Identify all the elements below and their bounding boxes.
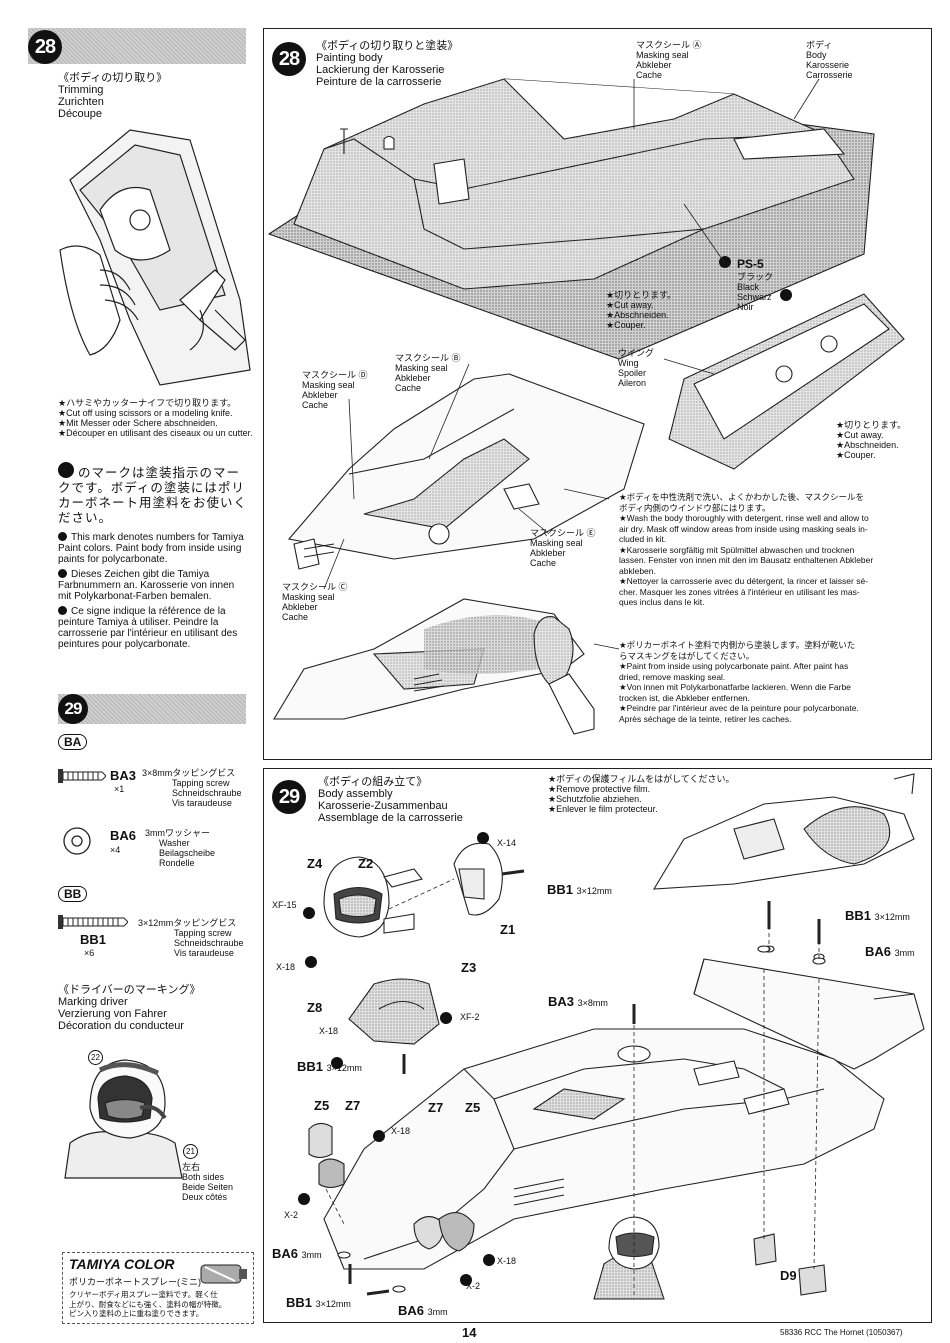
trimming-notes: ★ハサミやカッターナイフで切り取ります。 ★Cut off using scis… xyxy=(58,398,253,438)
box29-step-number: 29 xyxy=(272,780,306,814)
body-assembly-illustration xyxy=(298,773,925,1300)
step28-header-bar xyxy=(28,28,246,64)
label-x2-b: X-2 xyxy=(466,1281,481,1291)
paint-mark-icon xyxy=(58,462,74,478)
cut-away-note-body: ★切りとります。 ★Cut away. ★Abschneiden. ★Coupe… xyxy=(606,290,677,330)
mask-seal-b-label: マスクシール Ⓑ Masking seal Abkleber Cache xyxy=(395,353,461,393)
label-z8: Z8 xyxy=(307,1000,323,1015)
trimming-illustration xyxy=(59,129,251,386)
label-z7-left: Z7 xyxy=(345,1098,361,1113)
label-bb1-wing: BB1 3×12mm xyxy=(845,908,910,923)
ba6-qty: ×4 xyxy=(110,845,121,855)
label-z5-left: Z5 xyxy=(314,1098,330,1113)
step29-number: 29 xyxy=(58,694,88,724)
label-z7-right: Z7 xyxy=(428,1100,444,1115)
wing-label: ウイング Wing Spoiler Aileron xyxy=(618,348,655,388)
ba6-desc: 3mmワッシャー Washer Beilagscheibe Rondelle xyxy=(145,828,216,868)
box29-title: 《ボディの組み立て》 Body assembly Karosserie-Zusa… xyxy=(318,776,463,824)
label-xf2: XF-2 xyxy=(460,1012,480,1022)
driver-bust-illustration xyxy=(64,1059,183,1179)
bb1-desc: 3×12mmタッピングビス Tapping screw Schneidschra… xyxy=(138,918,244,958)
label-xf15: XF-15 xyxy=(272,900,297,910)
ba3-code: BA3 xyxy=(110,768,137,783)
label-ba6-bottom-left: BA6 3mm xyxy=(272,1246,322,1261)
tamiya-color-subtitle: ポリカーボネートスプレー(ミニ) xyxy=(69,1277,201,1287)
remove-film-note: ★ボディの保護フィルムをはがしてください。 ★Remove protective… xyxy=(548,774,735,814)
paint-mark-icon xyxy=(58,532,67,541)
spray-can-icon xyxy=(200,1264,247,1284)
label-ba6-bottom: BA6 3mm xyxy=(398,1303,448,1318)
ba3-screw-icon xyxy=(58,769,106,783)
tamiya-color-box: TAMIYA COLOR ポリカーボネートスプレー(ミニ) クリヤーボディ用スプ… xyxy=(62,1252,254,1324)
page-number: 14 xyxy=(462,1325,477,1340)
paint-mark-icon xyxy=(58,606,67,615)
bag-bb-label: BB xyxy=(58,886,88,902)
label-x14: X-14 xyxy=(497,838,517,848)
label-ba6-wing: BA6 3mm xyxy=(865,944,915,959)
mask-seal-c-label: マスクシール Ⓒ Masking seal Abkleber Cache xyxy=(282,582,348,622)
step28-panel xyxy=(263,28,932,760)
step29-header-bar xyxy=(58,694,246,724)
box28-title: 《ボディの切り取りと塗装》 Painting body Lackierung d… xyxy=(316,40,459,88)
bag-ba-label: BA xyxy=(58,734,88,750)
label-bb1-bottom: BB1 3×12mm xyxy=(286,1295,351,1310)
paint-mark-icon xyxy=(58,569,67,578)
mask-seal-d-label: マスクシール Ⓓ Masking seal Abkleber Cache xyxy=(302,370,368,410)
label-x18-d: X-18 xyxy=(497,1256,517,1266)
ba3-qty: ×1 xyxy=(114,784,125,794)
marking-driver-title: 《ドライバーのマーキング》 Marking driver Verzierung … xyxy=(58,984,201,1032)
ps5-paint-icon-wing xyxy=(780,289,792,301)
ps5-label: PS-5 xyxy=(737,257,764,271)
sticker-21-marker: 21 xyxy=(183,1144,198,1159)
trimming-title: 《ボディの切り取り》 Trimming Zurichten Découpe xyxy=(58,72,168,120)
label-bb1-middle: BB1 3×12mm xyxy=(297,1059,362,1074)
body-painting-illustration xyxy=(267,78,905,735)
label-x18-a: X-18 xyxy=(276,962,296,972)
label-z1: Z1 xyxy=(500,922,516,937)
box28-step-number: 28 xyxy=(272,42,306,76)
mask-seal-a-label: マスクシール Ⓐ Masking seal Abkleber Cache xyxy=(636,40,702,80)
mask-seal-e-label: マスクシール Ⓔ Masking seal Abkleber Cache xyxy=(530,528,596,568)
label-bb1-top: BB1 3×12mm xyxy=(547,882,612,897)
step28-number: 28 xyxy=(28,30,62,64)
label-x2-a: X-2 xyxy=(284,1210,299,1220)
tamiya-color-title: TAMIYA COLOR xyxy=(69,1256,175,1272)
ba6-code: BA6 xyxy=(110,828,137,843)
body-label: ボディ Body Karosserie Carrosserie xyxy=(806,40,853,80)
bb1-code: BB1 xyxy=(80,932,107,947)
paint-mark-legend: のマークは塗装指示のマークです。ボディの塗装にはポリカーボネート用塗料をお使いく… xyxy=(58,462,248,650)
label-z4: Z4 xyxy=(307,856,323,871)
label-z5-right: Z5 xyxy=(465,1100,481,1115)
ba3-desc: 3×8mmタッピングビス Tapping screw Schneidschrau… xyxy=(142,768,242,808)
bb1-screw-icon xyxy=(58,915,128,929)
ba6-washer-icon xyxy=(63,827,91,855)
ps5-color-names: ブラック Black Schwarz Noir xyxy=(737,272,774,312)
label-z2: Z2 xyxy=(358,856,374,871)
paint-instructions: ★ポリカーボネイト塗料で内側から塗装します。塗料が乾いた らマスキングをはがして… xyxy=(619,640,859,724)
both-sides-label: 左右 Both sides Beide Seiten Deux côtés xyxy=(182,1162,234,1202)
label-x18-c: X-18 xyxy=(391,1126,411,1136)
label-x18-b: X-18 xyxy=(319,1026,339,1036)
label-d9: D9 xyxy=(780,1268,797,1283)
label-z3: Z3 xyxy=(461,960,477,975)
wash-instructions: ★ボディを中性洗剤で洗い、よくかわかした後、マスクシールを ボディ内側のウインド… xyxy=(619,492,874,607)
bb1-qty: ×6 xyxy=(84,948,95,958)
label-ba3: BA3 3×8mm xyxy=(548,994,608,1009)
tamiya-color-text: クリヤーボディ用スプレー塗料です。軽く仕 上がり、耐食などにも強く、塗料の幅が特… xyxy=(69,1290,227,1318)
step29-panel xyxy=(263,768,932,1323)
sticker-22-marker: 22 xyxy=(88,1050,103,1065)
document-reference: 58336 RCC The Hornet (1050367) xyxy=(780,1328,903,1337)
cut-away-note-wing: ★切りとります。 ★Cut away. ★Abschneiden. ★Coupe… xyxy=(836,420,907,460)
